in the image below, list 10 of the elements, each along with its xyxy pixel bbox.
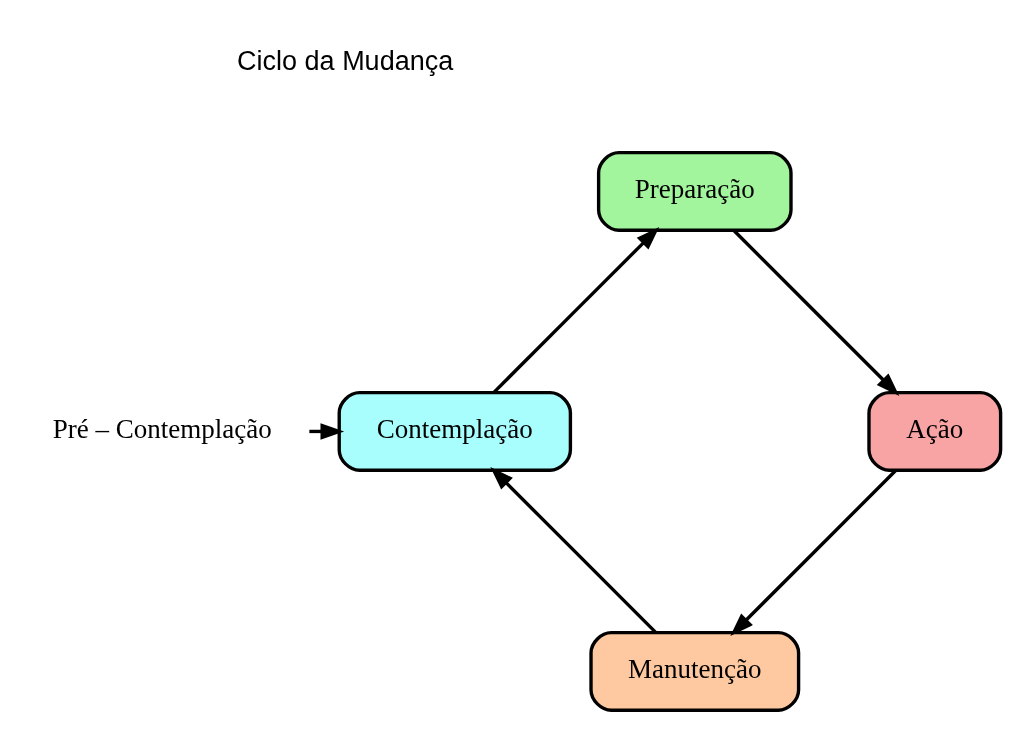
node-box: Ação <box>867 390 1003 472</box>
node-box: Contemplação <box>337 390 573 472</box>
arrow <box>490 466 657 634</box>
arrow <box>732 229 900 396</box>
node-text: Pré – Contemplação <box>52 413 272 444</box>
arrow <box>730 469 897 636</box>
label: Ciclo da Mudança <box>237 45 454 76</box>
node-box: Manutenção <box>589 630 801 712</box>
arrow <box>492 226 660 394</box>
node-box: Preparação <box>596 150 793 232</box>
